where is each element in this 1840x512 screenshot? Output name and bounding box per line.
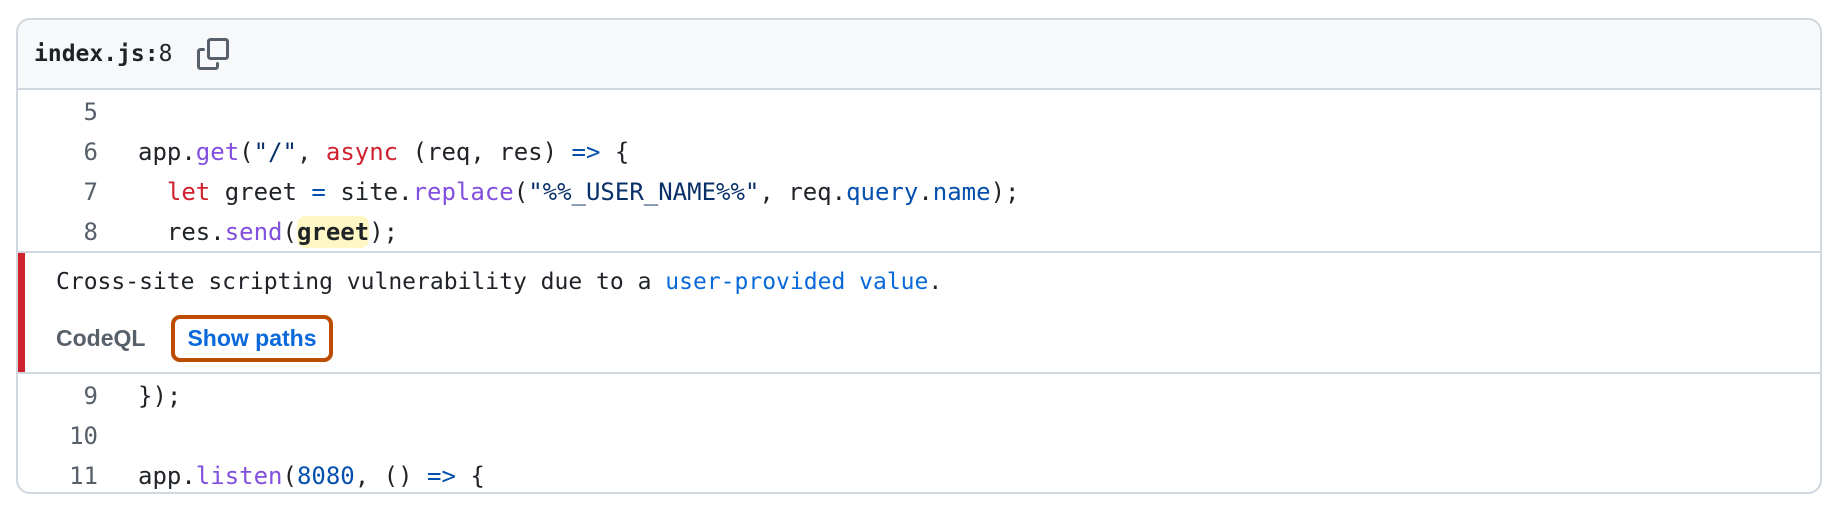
code-token: listen [195,462,283,490]
line-number[interactable]: 9 [83,382,98,410]
file-separator: : [144,41,159,67]
copy-path-button[interactable] [195,36,231,72]
code-token: ); [990,178,1020,206]
code-token: get [195,138,240,166]
code-line: 11 app.listen(8080, () => { [18,456,1820,492]
file-path: index.js:8 [34,41,173,67]
code-text: app.listen(8080, () => { [138,456,485,492]
code-token: greet [210,178,312,206]
code-token: app. [138,138,196,166]
copy-icon [196,38,229,70]
line-number[interactable]: 11 [69,462,98,490]
code-token: (req, res) [398,138,572,166]
line-number[interactable]: 7 [83,178,98,206]
code-token: async [325,138,399,166]
code-token: => [427,462,456,490]
code-line: 5 [18,92,1820,132]
file-name: index.js [34,41,145,67]
code-token: name [932,178,991,206]
code-token: ( [282,462,297,490]
file-header: index.js:8 [18,20,1820,90]
code-token: ( [282,218,297,246]
code-token: { [600,138,630,166]
code-text: app.get("/", async (req, res) => { [138,132,629,172]
code-token: let [166,178,211,206]
code-token: app. [138,462,196,490]
user-provided-value-link[interactable]: user-provided value [665,269,929,295]
alert-message-text: Cross-site scripting vulnerability due t… [56,269,666,295]
severity-bar [18,253,25,372]
line-number[interactable]: 10 [69,422,98,450]
code-token: , [296,138,326,166]
code-text: let greet = site.replace("%%_USER_NAME%%… [138,172,1020,212]
code-token: 8080 [296,462,355,490]
code-token [138,178,167,206]
line-number[interactable]: 8 [83,218,98,246]
code-text: }); [138,376,181,416]
code-token: = [311,178,326,206]
alert-message: Cross-site scripting vulnerability due t… [56,269,942,295]
code-token: }); [138,382,182,410]
code-token: , () [354,462,427,490]
code-token: replace [412,178,514,206]
alert-annotation: Cross-site scripting vulnerability due t… [18,251,1820,374]
code-token: res. [138,218,225,246]
code-line: 7 let greet = site.replace("%%_USER_NAME… [18,172,1820,212]
file-line-number: 8 [158,41,173,67]
highlighted-token: greet [296,216,370,248]
code-token: "/" [253,138,297,166]
line-number[interactable]: 6 [83,138,98,166]
code-token: "%%_USER_NAME%%" [528,178,760,206]
code-text: res.send(greet); [138,212,398,252]
code-line: 8 res.send(greet); [18,212,1820,252]
line-number[interactable]: 5 [83,98,98,126]
code-token: ( [513,178,529,206]
show-paths-button[interactable]: Show paths [171,315,333,362]
code-token: { [455,462,485,490]
code-line: 6 app.get("/", async (req, res) => { [18,132,1820,172]
code-token: site. [325,178,413,206]
code-token: query [846,178,919,206]
code-line: 9}); [18,376,1820,416]
code-token: . [918,178,933,206]
tool-name: CodeQL [56,325,146,351]
code-token: => [571,138,601,166]
code-token: ); [369,218,399,246]
code-token: , req. [759,178,847,206]
code-line: 10 [18,416,1820,456]
alert-message-suffix: . [928,269,943,295]
code-token: send [224,218,283,246]
alert-footer: CodeQL Show paths [56,315,333,362]
code-token: ( [239,138,254,166]
